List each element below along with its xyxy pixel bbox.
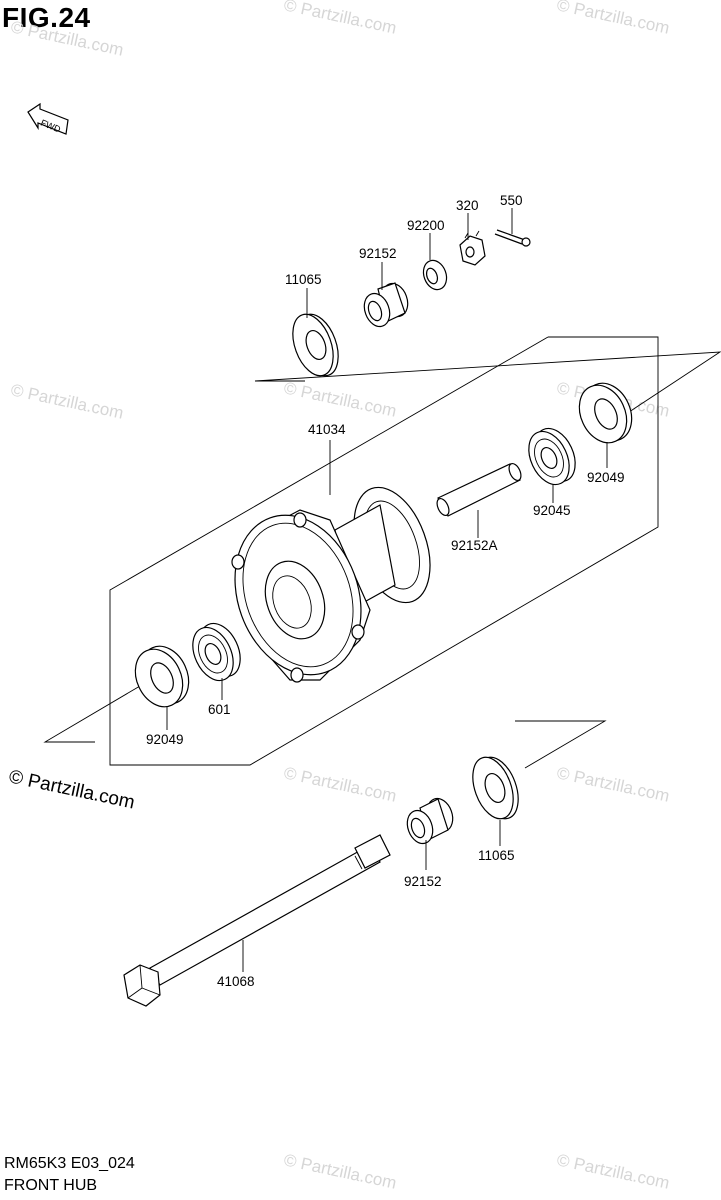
figure-caption: FRONT HUB (4, 1177, 98, 1194)
label-550: 550 (500, 193, 523, 208)
figure-title: FIG.24 (2, 2, 91, 33)
watermark: © Partzilla.com (555, 1150, 671, 1192)
assembly-frame (109, 336, 659, 766)
part-92152-bottom-collar (406, 797, 454, 845)
fwd-arrow-icon: FWD (27, 102, 69, 135)
label-41034: 41034 (308, 422, 346, 437)
label-92152-top: 92152 (359, 246, 397, 261)
part-92200-washer (422, 259, 448, 291)
part-92152-top-collar (363, 282, 409, 328)
part-labels: 550 320 92200 92152 11065 41034 92049 92… (146, 193, 625, 989)
label-92045: 92045 (533, 503, 571, 518)
watermark: © Partzilla.com (282, 763, 398, 805)
label-41068: 41068 (217, 974, 255, 989)
part-92049-left-seal (134, 645, 190, 708)
watermark: © Partzilla.com (555, 763, 671, 805)
label-92200: 92200 (407, 218, 445, 233)
label-11065-top: 11065 (285, 272, 322, 287)
part-11065-bottom-seal (472, 756, 519, 820)
watermark: © Partzilla.com (282, 378, 398, 420)
label-92152a: 92152A (451, 538, 498, 553)
part-92152a-spacer (436, 462, 522, 517)
label-601: 601 (208, 702, 231, 717)
part-92049-right-seal (578, 382, 633, 444)
watermark: © Partzilla.com (9, 380, 125, 422)
label-92049-left: 92049 (146, 732, 184, 747)
part-41068-axle (123, 834, 391, 1007)
watermark: © Partzilla.com (9, 17, 125, 59)
watermark: © Partzilla.com (282, 0, 398, 38)
leader-lines (166, 208, 608, 972)
part-41034-hub (231, 486, 431, 683)
label-92152-bottom: 92152 (404, 874, 442, 889)
watermark-strong: © Partzilla.com (7, 766, 137, 813)
part-320-castle-nut (459, 230, 486, 266)
watermark: © Partzilla.com (282, 1150, 398, 1192)
part-601-bearing (192, 622, 241, 682)
part-550-cotter-pin (494, 229, 531, 247)
axis-lines (43, 351, 721, 769)
figure-code: RM65K3 E03_024 (4, 1155, 135, 1172)
label-92049-right: 92049 (587, 470, 625, 485)
part-11065-top-seal (292, 313, 339, 377)
label-11065-bottom: 11065 (478, 848, 515, 863)
label-320: 320 (456, 198, 479, 213)
watermark: © Partzilla.com (555, 0, 671, 38)
part-92045-bearing (528, 427, 576, 486)
